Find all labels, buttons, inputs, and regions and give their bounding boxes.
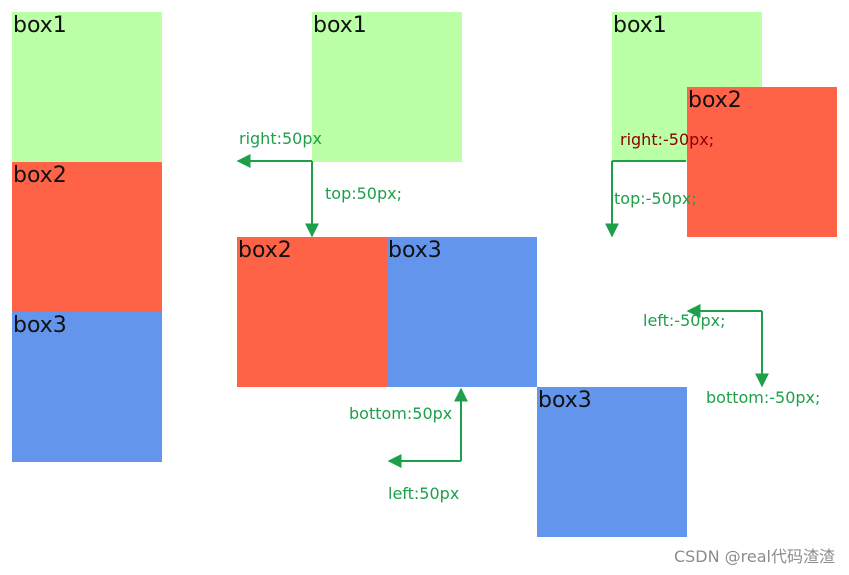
panel2-box3: box3 (387, 237, 537, 387)
panel3-box2: box2 (687, 87, 837, 237)
label-bottom-50: bottom:50px (349, 404, 453, 423)
label-left-50: left:50px (388, 484, 460, 503)
panel2-box1: box1 (312, 12, 462, 162)
label-bottom-neg50: bottom:-50px; (706, 388, 821, 407)
label-top-neg50: top:-50px; (614, 189, 697, 208)
watermark: CSDN @real代码渣渣 (673, 547, 835, 566)
panel2-box2: box2 (237, 237, 387, 387)
panel1-box1: box1 (12, 12, 162, 162)
panel1-box3: box3 (12, 312, 162, 462)
label-right-neg50: right:-50px; (620, 130, 715, 149)
label-top-50: top:50px; (325, 184, 402, 203)
panel3-box3: box3 (537, 387, 687, 537)
panel1-box2: box2 (12, 162, 162, 312)
label-right-50: right:50px (239, 129, 322, 148)
label-left-neg50: left:-50px; (643, 311, 726, 330)
